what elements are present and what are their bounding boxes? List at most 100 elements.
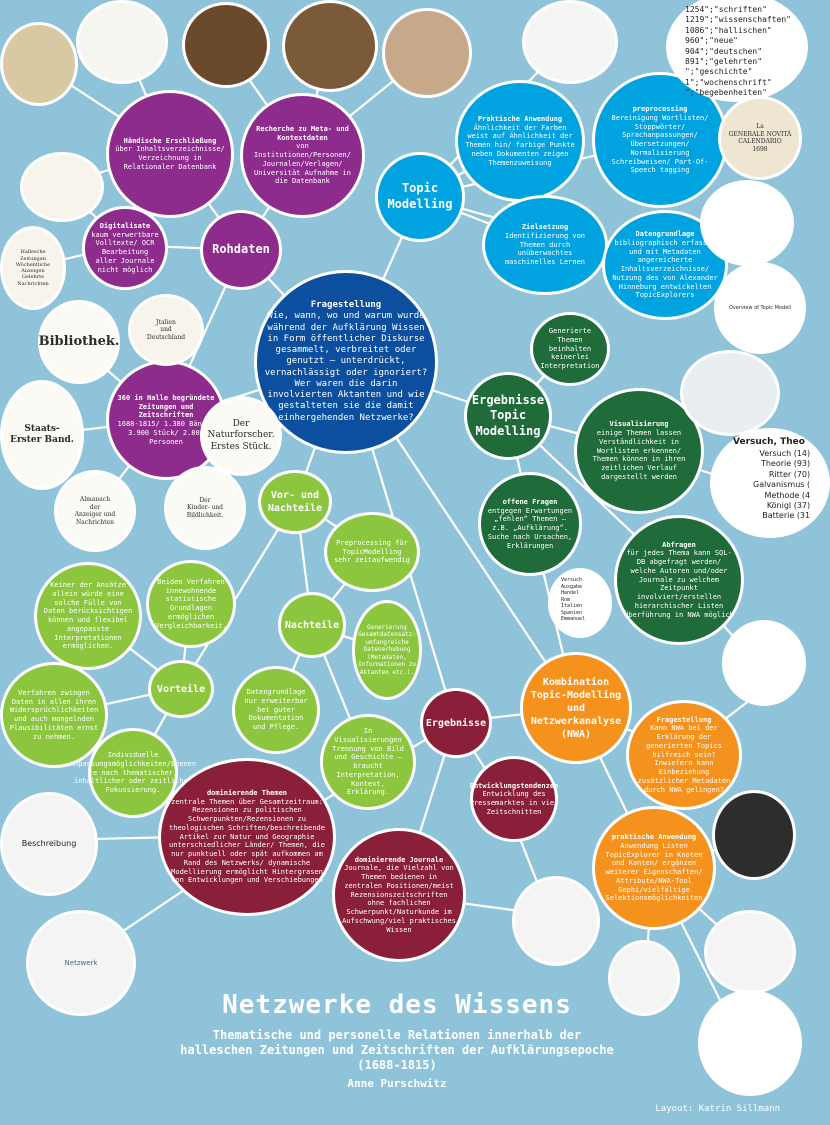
dominierende-journale-head: dominierende Journale bbox=[354, 855, 444, 864]
beschreibung-text: Beschreibung bbox=[21, 839, 77, 848]
invisualisierungen-body: In Visualisierungen Trennung von Bild un… bbox=[332, 727, 404, 797]
calendario-image: La GENERALE NOVITÀ CALENDARIO 1698 bbox=[718, 96, 802, 180]
ergebnisse-node: Ergebnisse bbox=[420, 688, 492, 758]
staatsanzeigen-text: Staats- Erster Band. bbox=[10, 423, 74, 445]
vor-nachteile-label: Vor- und Nachteile bbox=[267, 490, 323, 514]
ergebnisse-label: Ergebnisse bbox=[425, 717, 487, 729]
offene-body: entgegen Erwartungen „fehlen“ Themen – z… bbox=[487, 506, 573, 550]
staatsanzeigen-image: Staats- Erster Band. bbox=[0, 380, 84, 490]
layout-credit: Layout: Katrin Sillmann bbox=[655, 1104, 780, 1114]
bibliothek-image: Bibliothek. bbox=[38, 300, 120, 384]
vor-nachteile-node: Vor- und Nachteile bbox=[258, 470, 332, 534]
topic-list-text: Versuch Ausgabe Handel Rom Italien Spani… bbox=[561, 577, 586, 622]
document-scan-image bbox=[0, 22, 78, 106]
datengrundlage-body: bibliographisch erfasste und mit Metadat… bbox=[612, 238, 718, 300]
praktische-head: Praktische Anwendung bbox=[477, 114, 563, 123]
network-green-image bbox=[512, 876, 600, 966]
naturforscher-image: Der Naturforscher. Erstes Stück. bbox=[200, 396, 282, 476]
rohdaten-node: Rohdaten bbox=[200, 210, 282, 290]
keiner-body: Keiner der Ansätze allein würde eine sol… bbox=[43, 581, 133, 651]
overview-topic-image: Overview of Topic Modell bbox=[714, 262, 806, 354]
visualisierung-body: einige Themen lassen Verständlichkeit in… bbox=[592, 429, 686, 481]
abfragen-body: für jedes Thema kann SQL-DB abgefragt we… bbox=[624, 549, 734, 619]
digitalisate-body: kaum verwertbare Volltexte/ OCR Bearbeit… bbox=[91, 230, 159, 274]
network-graph-large-image: Netzwerk bbox=[26, 910, 136, 1016]
wordlist-text: 1254";"schriften" 1219";"wissenschaften"… bbox=[685, 5, 791, 98]
calendario-text: La GENERALE NOVITÀ CALENDARIO 1698 bbox=[728, 123, 792, 153]
zielsetzung-head: Zielsetzung bbox=[521, 223, 569, 232]
anzeiger-image: Almanach der Anzeiger und Nachrichten bbox=[54, 470, 136, 552]
offene-head: offene Fragen bbox=[502, 497, 558, 506]
chart-title-text: Versuch, Theo bbox=[733, 437, 805, 447]
beide-node: Beiden Verfahren innewohnende statistisc… bbox=[146, 560, 236, 648]
erschliessung-body: über Inhaltsverzeichnisse/ Verzeichnung … bbox=[115, 145, 225, 171]
chart-image: Versuch, Theo Versuch (14) Theorie (93) … bbox=[710, 428, 830, 538]
generierung-body: Generierung Gesamtdatensatz: umfangreich… bbox=[358, 623, 416, 676]
kombination-label: Kombination Topic-Modelling und Netzwerk… bbox=[530, 676, 622, 740]
poster-author: Anne Purschwitz bbox=[347, 1077, 447, 1090]
manuscript-table-image bbox=[76, 0, 168, 84]
erschliessung-head: Händische Erschließung bbox=[123, 136, 217, 145]
screenshot-image bbox=[680, 350, 780, 436]
dominierende-journale-body: Journale, die Vielzahl von Themen bedien… bbox=[342, 864, 456, 934]
invisualisierungen-node: In Visualisierungen Trennung von Bild un… bbox=[320, 714, 416, 810]
generierte-node: Generierte Themen beinhalten keinerlei I… bbox=[530, 312, 610, 386]
dominierende-themen-body: zentrale Themen über Gesamtzeitraum: Rez… bbox=[169, 797, 325, 885]
kinder-text: Der Kinder- und Bildlichkeit. bbox=[186, 496, 224, 519]
chart-lines-text: Versuch (14) Theorie (93) Ritter (70) Ga… bbox=[753, 449, 811, 521]
topic-modelling-label: Topic Modelling bbox=[387, 181, 453, 211]
datengrundlage-head: Datengrundlage bbox=[635, 230, 695, 238]
ergebnisse-topic-label: Ergebnisse Topic Modelling bbox=[471, 392, 545, 438]
preproc-aufw-body: Preprocessing für TopicModelling sehr ze… bbox=[334, 538, 410, 565]
title-block: Netzwerke des Wissens Thematische und pe… bbox=[80, 990, 714, 1090]
center-head: Fragestellung bbox=[310, 300, 382, 311]
doc-listing-image bbox=[700, 180, 794, 266]
network-graph-left-image: Beschreibung bbox=[0, 792, 98, 896]
building-photo-image bbox=[282, 0, 378, 92]
portrait-image bbox=[382, 8, 472, 98]
visualisierung-head: Visualisierung bbox=[609, 420, 669, 429]
nachteile-label: Nachteile bbox=[284, 619, 340, 631]
rohdaten-label: Rohdaten bbox=[212, 242, 270, 257]
datengrundlage-nur-body: Datengrundlage nur erweiterbar bei guter… bbox=[244, 688, 308, 732]
kombination-node: Kombination Topic-Modelling und Netzwerk… bbox=[520, 652, 632, 764]
spreadsheet-image bbox=[698, 990, 802, 1096]
topic-list-image: Versuch Ausgabe Handel Rom Italien Spani… bbox=[548, 568, 612, 638]
praktische-k-body: Anwendung Listen TopicExplorer in Knoten… bbox=[605, 841, 703, 903]
individuelle-node: Individuelle Anpassungsmöglichkeiten/Ebe… bbox=[70, 728, 196, 818]
wordlist-image: 1254";"schriften" 1219";"wissenschaften"… bbox=[666, 0, 808, 102]
network-radial-image bbox=[704, 910, 796, 994]
books-photo-image bbox=[182, 2, 270, 88]
preprocessing-body: Bereinigung Wortlisten/ Stoppwörter/ Spr… bbox=[611, 113, 709, 175]
entwicklung-body: Entwicklung des Pressemarktes in vier Ze… bbox=[469, 790, 559, 816]
fauna-cover-image: Jtalien und Deutschland bbox=[128, 294, 204, 366]
verfahren-node: Verfahren zwingen Daten in allen ihren W… bbox=[0, 662, 108, 768]
dominierende-themen-head: dominierende Themen bbox=[206, 788, 288, 797]
praktische-k-head: praktische Anwendung bbox=[611, 833, 697, 841]
abfragen-head: Abfragen bbox=[662, 540, 696, 549]
overview-text: Overview of Topic Modell bbox=[728, 304, 792, 311]
anzeiger-text: Almanach der Anzeiger und Nachrichten bbox=[74, 496, 116, 526]
bibliothek-text: Bibliothek. bbox=[38, 333, 120, 349]
fauna-text: Jtalien und Deutschland bbox=[146, 318, 186, 341]
verfahren-body: Verfahren zwingen Daten in allen ihren W… bbox=[9, 688, 99, 741]
center-body: Wie, wann, wo und warum wurde während de… bbox=[264, 311, 428, 423]
table-list-image bbox=[722, 620, 806, 706]
fragestellung-k-head: Fragestellung bbox=[656, 715, 712, 724]
network-hairball-image bbox=[712, 790, 796, 880]
recherche-body: von Institutionen/Personen/ Journalen/Ve… bbox=[254, 142, 351, 186]
network-small-image bbox=[608, 940, 680, 1016]
